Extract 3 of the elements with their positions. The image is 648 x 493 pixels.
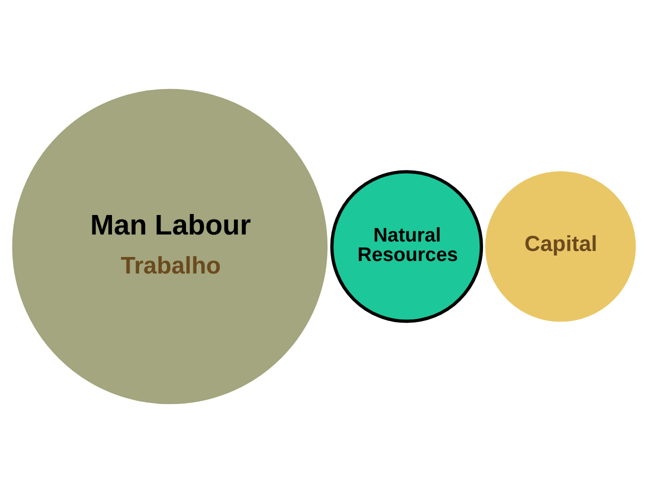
node-circle: Capital — [485, 171, 636, 322]
node-circle: Man Labour Trabalho — [12, 88, 328, 404]
node-circle: Natural Resources — [330, 170, 484, 323]
